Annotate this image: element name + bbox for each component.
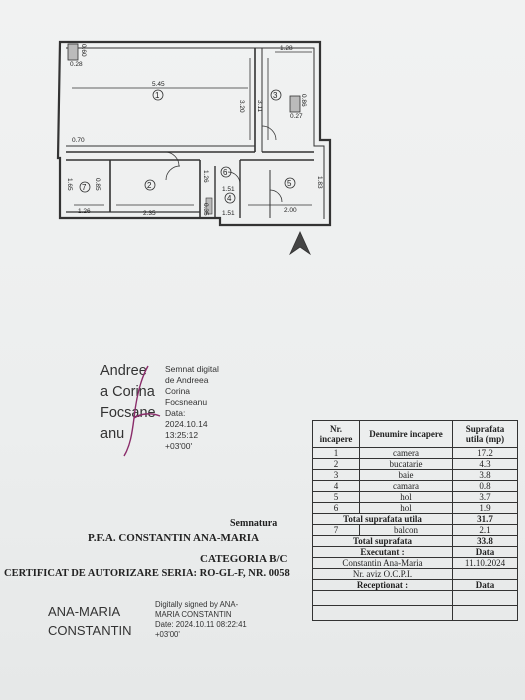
receptionat-row: Receptionat : Data [312, 579, 518, 591]
dimension-label: 2.00 [284, 207, 297, 214]
cell-name: camara [359, 480, 453, 492]
executant-date: 11.10.2024 [452, 557, 518, 569]
dimension-label: 0.70 [72, 137, 85, 144]
header-area: Suprafata utila (mp) [452, 420, 518, 448]
receptionat-data: Data [452, 579, 518, 591]
cell-name: hol [359, 491, 453, 503]
dimension-label: 3.11 [256, 100, 263, 113]
handwritten-signature-1 [123, 365, 161, 457]
cell-nr: 5 [312, 491, 360, 503]
dimension-label: 3.20 [238, 100, 245, 113]
table-row: 1 camera 17.2 [312, 447, 518, 459]
dimension-label: 0.60 [80, 44, 87, 57]
cell-nr: 6 [312, 502, 360, 514]
dimension-label: 5.45 [152, 81, 165, 88]
empty-cell [452, 590, 518, 606]
total-useful-value: 31.7 [452, 513, 518, 525]
table-row: 4 camara 0.8 [312, 480, 518, 492]
dimension-label: 0.85 [94, 178, 101, 191]
room-number-7: 7 [82, 183, 87, 192]
executant-row: Constantin Ana-Maria 11.10.2024 [312, 557, 518, 569]
dimension-label: 0.27 [290, 113, 303, 120]
dimension-label: 1.28 [280, 45, 293, 52]
cell-name: baie [359, 469, 453, 481]
cell-area: 1.9 [452, 502, 518, 514]
dimension-label: 1.83 [316, 176, 323, 189]
data-label: Data [452, 546, 518, 558]
signer-name-1: Andree a Corina Focsane anu [100, 363, 156, 442]
cell-area: 17.2 [452, 447, 518, 459]
dimension-label: 0.86 [300, 94, 307, 107]
receptionat-label: Receptionat : [312, 579, 453, 591]
total-value: 33.8 [452, 535, 518, 547]
cell-name: balcon [359, 524, 453, 536]
empty-cell [452, 605, 518, 621]
cell-nr: 1 [312, 447, 360, 459]
dimension-label: 0.35 [202, 203, 209, 216]
table-row: 5 hol 3.7 [312, 491, 518, 503]
seal-category: CATEGORIA B/C [200, 553, 288, 565]
dimension-label: 1.51 [222, 210, 235, 217]
cell-nr: 4 [312, 480, 360, 492]
dimension-label: 2.35 [143, 210, 156, 217]
table-row: 2 bucatarie 4.3 [312, 458, 518, 470]
empty-row [312, 590, 518, 606]
cell-nr: 7 [312, 524, 360, 536]
seal-company-name: P.F.A. CONSTANTIN ANA-MARIA [88, 532, 260, 544]
cell-name: hol [359, 502, 453, 514]
dimension-label: 0.28 [70, 61, 83, 68]
aviz-value [452, 568, 518, 580]
cell-name: camera [359, 447, 453, 459]
room-number-4: 4 [227, 194, 232, 203]
cell-nr: 2 [312, 458, 360, 470]
cell-area: 2.1 [452, 524, 518, 536]
cell-area: 3.7 [452, 491, 518, 503]
floor-plan: 1 2 3 4 5 6 7 5.45 3.20 3.11 1.28 0.28 0… [56, 40, 332, 256]
seal-certificate: CERTIFICAT DE AUTORIZARE SERIA: RO-GL-F,… [4, 568, 290, 579]
cell-name: bucatarie [359, 458, 453, 470]
balcon-row: 7 balcon 2.1 [312, 524, 518, 536]
table-row: 6 hol 1.9 [312, 502, 518, 514]
signature-details-1: Semnat digital de Andreea Corina Focsnea… [165, 364, 219, 451]
executant-header-row: Executant : Data [312, 546, 518, 558]
total-useful-label: Total suprafata utila [312, 513, 453, 525]
room-number-6: 6 [223, 168, 228, 177]
dimension-label: 1.26 [78, 208, 91, 215]
total-row: Total suprafata 33.8 [312, 535, 518, 547]
signer-name-2: ANA-MARIA CONSTANTIN [48, 604, 132, 638]
empty-cell [312, 590, 453, 606]
executant-name: Constantin Ana-Maria [312, 557, 453, 569]
cell-area: 4.3 [452, 458, 518, 470]
dimension-label: 1.26 [202, 170, 209, 183]
total-useful-row: Total suprafata utila 31.7 [312, 513, 518, 525]
signature-details-2: Digitally signed by ANA- MARIA CONSTANTI… [155, 600, 247, 639]
cell-nr: 3 [312, 469, 360, 481]
executant-label: Executant : [312, 546, 453, 558]
dimension-label: 1.51 [222, 186, 235, 193]
header-name: Denumire incapere [359, 420, 453, 448]
cell-area: 0.8 [452, 480, 518, 492]
table-header-row: Nr. incapere Denumire incapere Suprafata… [312, 420, 518, 448]
room-number-5: 5 [287, 179, 292, 188]
empty-row [312, 605, 518, 621]
room-number-3: 3 [273, 91, 278, 100]
room-number-1: 1 [155, 91, 160, 100]
cell-area: 3.8 [452, 469, 518, 481]
header-nr: Nr. incapere [312, 420, 360, 448]
total-label: Total suprafata [312, 535, 453, 547]
seal-signature-label: Semnatura [230, 518, 278, 529]
room-number-2: 2 [147, 181, 152, 190]
table-row: 3 baie 3.8 [312, 469, 518, 481]
dimension-label: 1.65 [66, 178, 73, 191]
aviz-label: Nr. aviz O.C.P.I. [312, 568, 453, 580]
aviz-row: Nr. aviz O.C.P.I. [312, 568, 518, 580]
empty-cell [312, 605, 453, 621]
area-table: Nr. incapere Denumire incapere Suprafata… [312, 420, 518, 621]
